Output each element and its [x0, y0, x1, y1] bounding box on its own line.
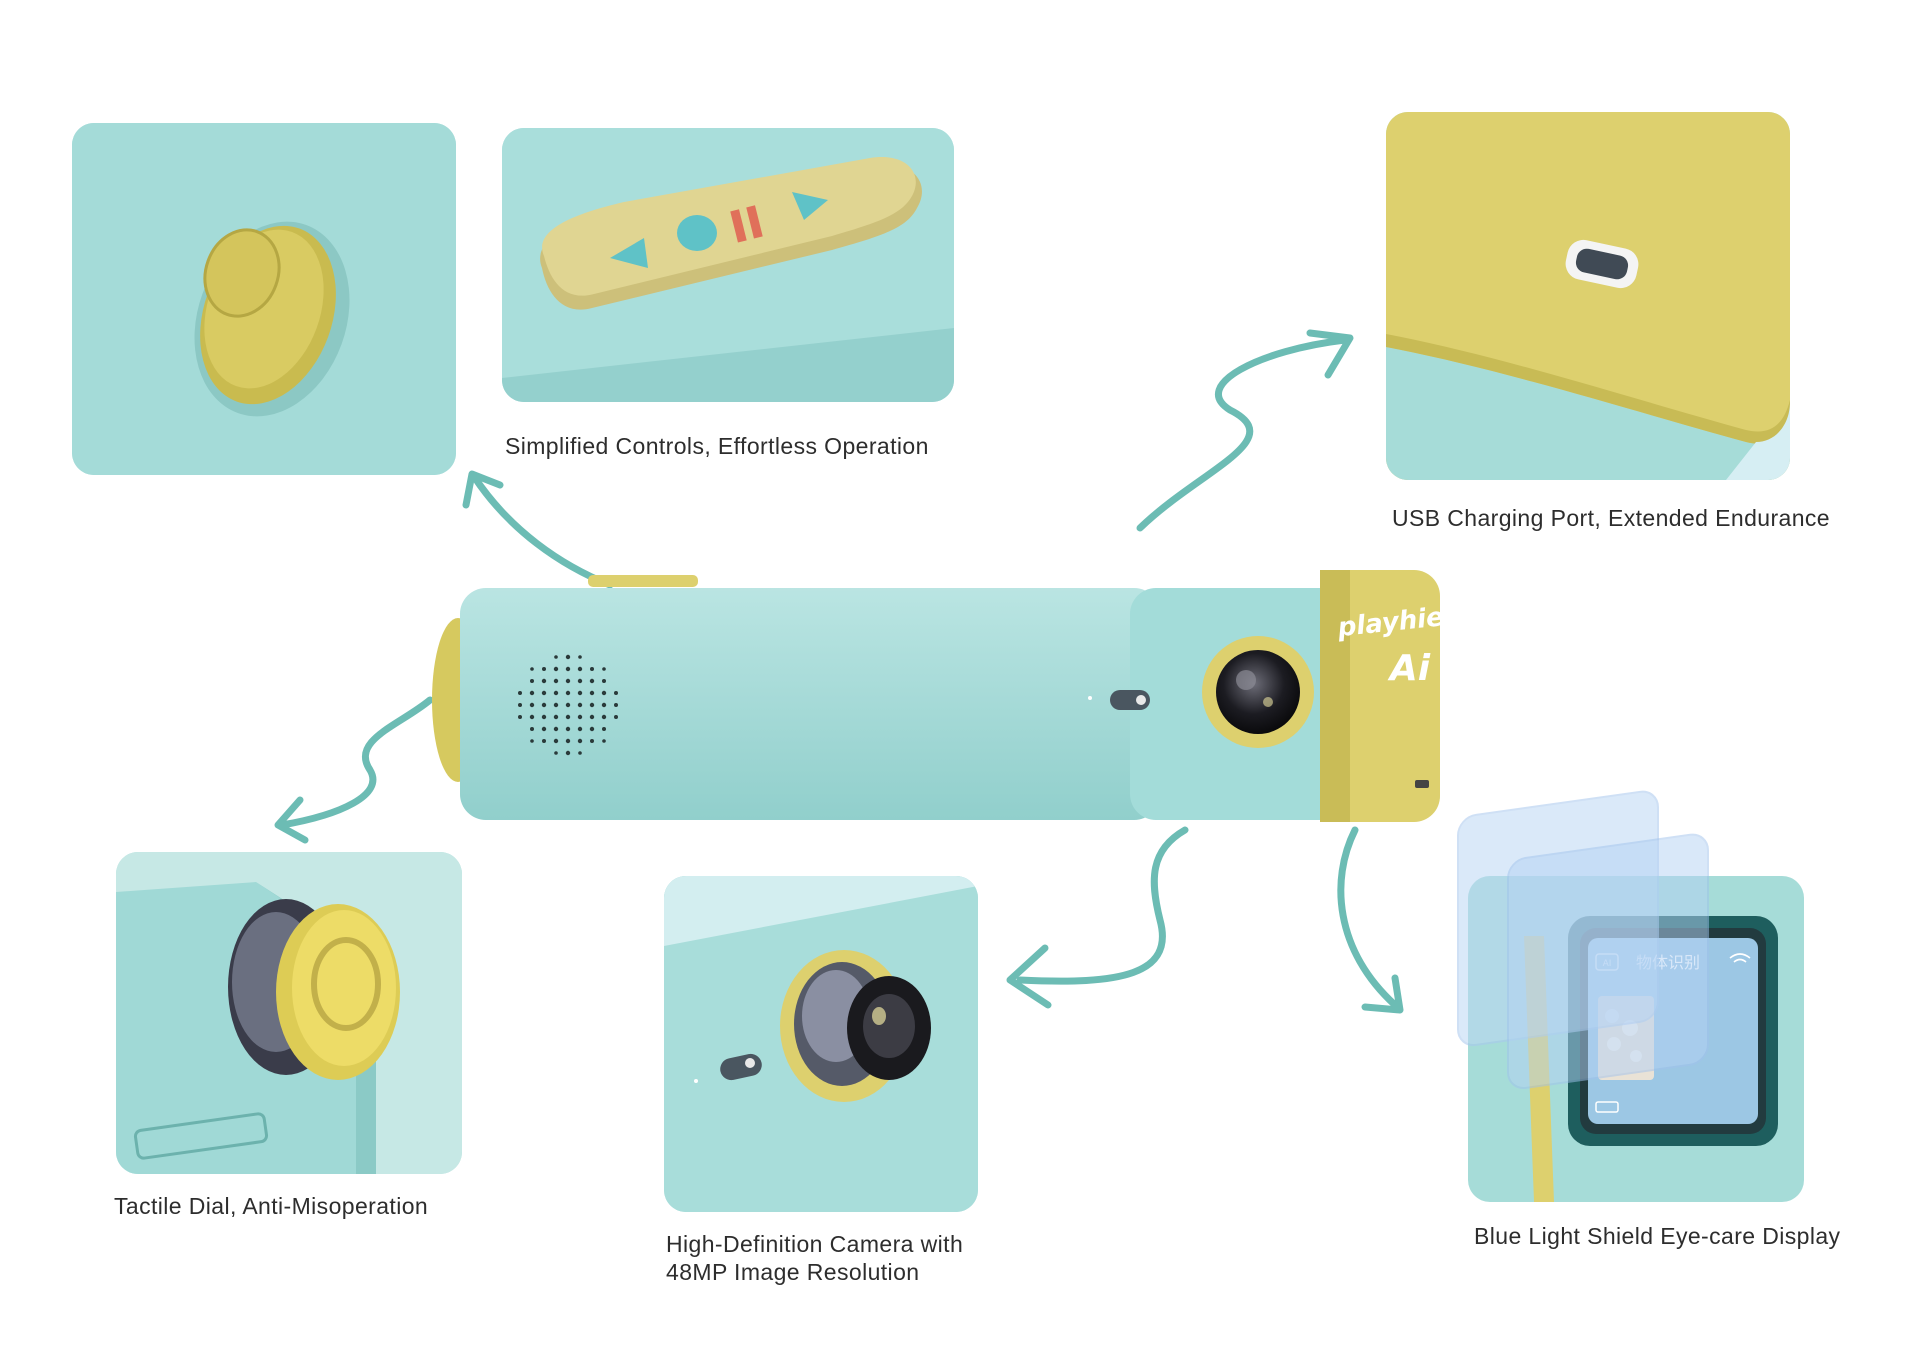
caption-display: Blue Light Shield Eye-care Display	[1474, 1223, 1841, 1249]
arrow-to-usb	[1136, 336, 1349, 532]
caption-camera-line1: High-Definition Camera with	[666, 1231, 964, 1257]
arrow-to-dial	[278, 696, 434, 829]
panel-tactile-dial	[116, 852, 462, 1174]
arrow-to-display	[1337, 826, 1399, 1009]
caption-camera: High-Definition Camera with 48MP Image R…	[666, 1230, 963, 1286]
device-main: playhier Ai	[432, 570, 1460, 822]
arrow-head-camera	[1006, 944, 1052, 1009]
pause-icon	[730, 205, 763, 243]
triangle-right-icon	[792, 192, 828, 220]
caption-dial: Tactile Dial, Anti-Misoperation	[114, 1193, 429, 1219]
arrow-head-usb	[1306, 329, 1354, 379]
caption-usb: USB Charging Port, Extended Endurance	[1392, 505, 1830, 531]
brand-suffix: Ai	[1387, 648, 1431, 689]
panel-usb	[1386, 112, 1790, 480]
panel-dial-closeup	[72, 123, 456, 475]
panel-display: 物体识别 AI	[1457, 790, 1804, 1202]
panel-controls	[502, 128, 954, 402]
wifi-icon	[1729, 953, 1751, 963]
caption-controls: Simplified Controls, Effortless Operatio…	[505, 433, 929, 459]
panel-camera	[664, 876, 978, 1212]
arrow-head-dial	[274, 796, 309, 844]
arrow-to-camera	[1016, 826, 1189, 985]
caption-camera-line2: 48MP Image Resolution	[666, 1259, 920, 1285]
speaker-grille	[518, 654, 618, 756]
circle-icon	[677, 215, 717, 251]
arrow-head-controls	[462, 470, 504, 509]
triangle-left-icon	[610, 238, 648, 268]
arrow-head-display	[1361, 974, 1404, 1014]
battery-icon	[1595, 1101, 1619, 1113]
